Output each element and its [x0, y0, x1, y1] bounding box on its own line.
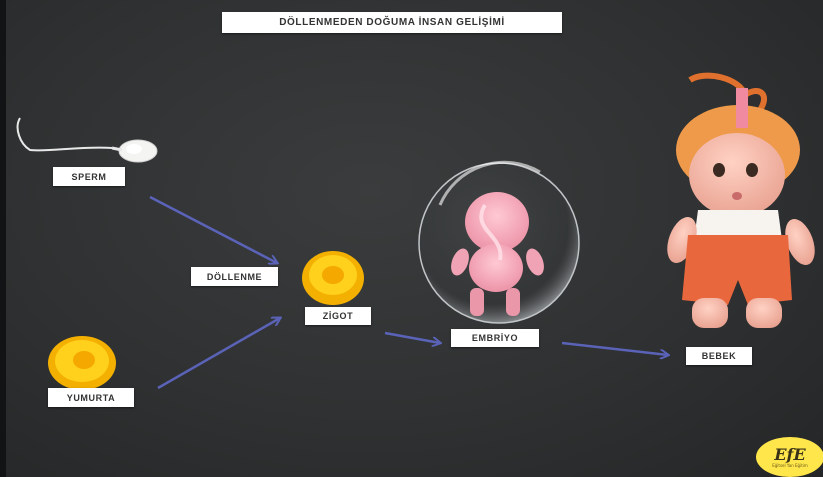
- label-sperm: SPERM: [53, 167, 125, 186]
- logo-text: EfE: [774, 447, 805, 463]
- label-zigot: ZİGOT: [305, 307, 371, 325]
- efe-logo: EfE Eğitsel Yan Eğitim: [757, 437, 823, 477]
- arrows: [150, 197, 668, 388]
- logo-subtitle: Eğitsel Yan Eğitim: [772, 463, 808, 468]
- bebek-model: [662, 76, 821, 328]
- arrow-sperm-to-dollenme: [150, 197, 277, 263]
- yumurta-model: [48, 336, 116, 390]
- arrow-zigot-to-embriyo: [385, 333, 440, 343]
- arrow-embriyo-to-bebek: [562, 343, 668, 355]
- label-yumurta: YUMURTA: [48, 388, 134, 407]
- sperm-model: [18, 118, 157, 162]
- page-title: DÖLLENMEDEN DOĞUMA İNSAN GELİŞİMİ: [222, 12, 562, 33]
- zigot-model: [302, 251, 364, 305]
- label-dollenme: DÖLLENME: [191, 267, 278, 286]
- arrow-yumurta-to-dollenme: [158, 318, 280, 388]
- embriyo-model: [419, 162, 579, 323]
- label-embriyo: EMBRİYO: [451, 329, 539, 347]
- label-bebek: BEBEK: [686, 347, 752, 365]
